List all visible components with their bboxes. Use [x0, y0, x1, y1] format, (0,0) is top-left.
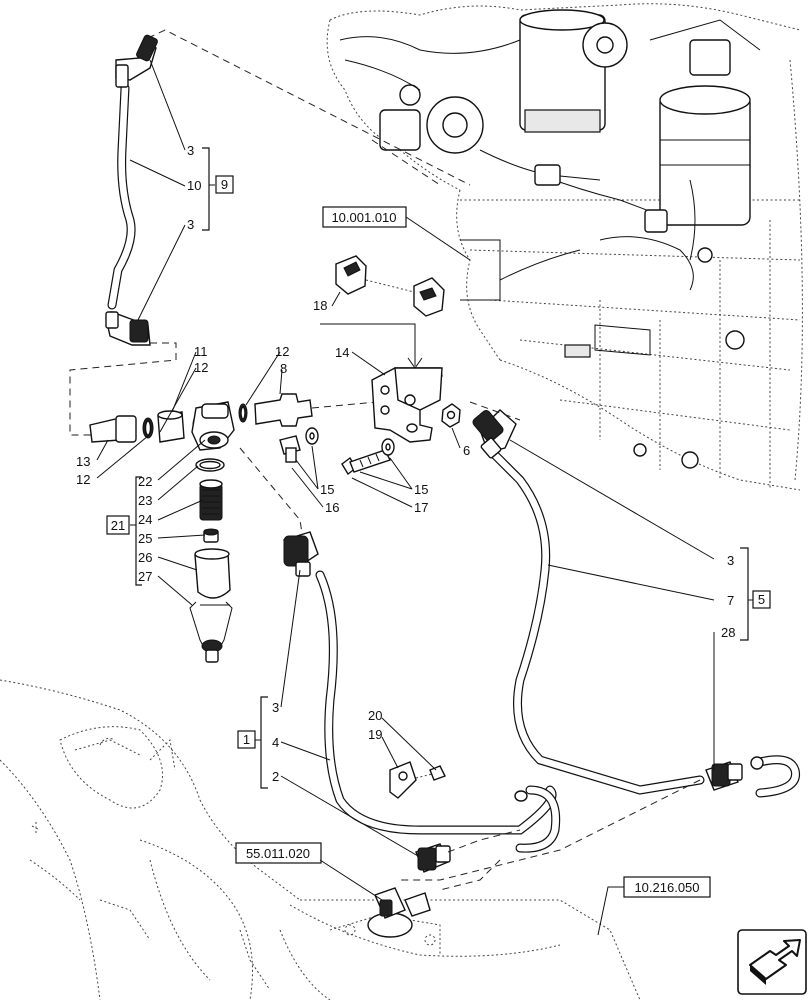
clip-19 — [389, 761, 446, 799]
callout-3: 3 — [187, 217, 194, 232]
mounting-bracket-14 — [371, 367, 461, 443]
callout-labels: 3 10 3 11 12 12 8 14 18 13 12 22 23 24 2… — [76, 143, 735, 784]
reference-box-10-216-050[interactable]: 10.216.050 — [623, 876, 711, 898]
callout-13: 13 — [76, 454, 90, 469]
fitting-28 — [705, 755, 801, 798]
fuel-hose-4 — [283, 531, 561, 853]
callout-12: 12 — [76, 472, 90, 487]
callout-22: 22 — [138, 474, 152, 489]
group-box-21: 21 — [106, 515, 130, 535]
group-box-5: 5 — [752, 590, 771, 609]
callout-2: 2 — [272, 769, 279, 784]
fuel-hose-7 — [472, 409, 705, 795]
callout-3: 3 — [272, 700, 279, 715]
callout-12: 12 — [194, 360, 208, 375]
callout-25: 25 — [138, 531, 152, 546]
next-page-arrow-icon[interactable] — [737, 929, 807, 995]
fuel-tank-illustration — [0, 679, 641, 1000]
callout-23: 23 — [138, 493, 152, 508]
callout-11: 11 — [194, 344, 208, 359]
group-box-1: 1 — [237, 730, 256, 749]
svg-text:9: 9 — [221, 177, 228, 192]
callout-6: 6 — [463, 443, 470, 458]
connector-18 — [335, 255, 445, 317]
bolts-and-washers — [279, 427, 395, 476]
callout-14: 14 — [335, 345, 349, 360]
callout-19: 19 — [368, 727, 382, 742]
callout-16: 16 — [325, 500, 339, 515]
filter-head-fittings — [89, 393, 313, 451]
callout-7: 7 — [727, 593, 734, 608]
svg-text:10.001.010: 10.001.010 — [331, 210, 396, 225]
callout-3: 3 — [727, 553, 734, 568]
callout-12: 12 — [275, 344, 289, 359]
reference-box-10-001-010[interactable]: 10.001.010 — [322, 206, 407, 228]
callout-26: 26 — [138, 550, 152, 565]
fitting-2 — [415, 843, 451, 873]
engine-block-illustration — [326, 3, 803, 491]
svg-text:1: 1 — [243, 732, 250, 747]
leader-lines — [96, 59, 715, 857]
callout-24: 24 — [138, 512, 152, 527]
svg-text:21: 21 — [111, 518, 125, 533]
group-box-9: 9 — [215, 175, 234, 194]
callout-18: 18 — [313, 298, 327, 313]
callout-15: 15 — [414, 482, 428, 497]
svg-text:5: 5 — [758, 592, 765, 607]
callout-15: 15 — [320, 482, 334, 497]
callout-10: 10 — [187, 178, 201, 193]
fuel-filter-parts — [189, 458, 233, 664]
callout-20: 20 — [368, 708, 382, 723]
fuel-pipe-10-assembly — [105, 34, 158, 346]
callout-4: 4 — [272, 735, 279, 750]
callout-27: 27 — [138, 569, 152, 584]
callout-3: 3 — [187, 143, 194, 158]
callout-17: 17 — [414, 500, 428, 515]
callout-8: 8 — [280, 361, 287, 376]
reference-box-55-011-020[interactable]: 55.011.020 — [235, 842, 322, 864]
svg-text:55.011.020: 55.011.020 — [246, 846, 310, 861]
callout-28: 28 — [721, 625, 735, 640]
svg-text:10.216.050: 10.216.050 — [634, 880, 699, 895]
